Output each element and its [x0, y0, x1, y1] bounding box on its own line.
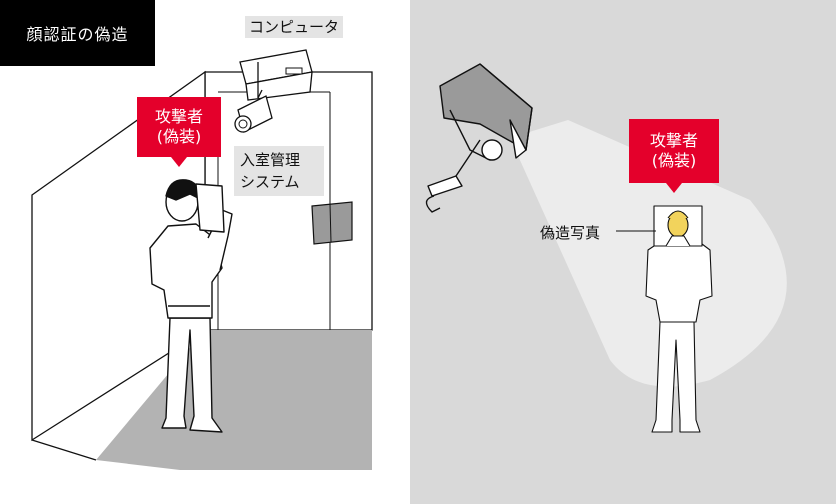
fake-photo-label: 偽造写真 — [540, 224, 601, 242]
floor — [96, 330, 372, 470]
entry-system-label-line2: システム — [240, 173, 300, 191]
camera-scene-illustration — [425, 63, 787, 433]
camera-device — [234, 89, 273, 133]
attacker-figure — [149, 179, 233, 433]
attacker-label-left: 攻撃者 (偽装) — [137, 97, 221, 167]
attacker-label-right: 攻撃者 (偽装) — [629, 119, 719, 193]
entry-control-box — [311, 201, 353, 245]
attacker-label-right-line1: 攻撃者 — [649, 131, 698, 150]
entry-system-label-line1: 入室管理 — [240, 151, 301, 169]
attacker-label-right-line2: (偽装) — [651, 151, 697, 170]
attacker-label-left-line2: (偽装) — [156, 127, 202, 146]
left-scene-panel: 顔認証の偽造 コンピュータ 攻撃者 (偽装) 入室管理 システム — [0, 0, 408, 504]
computer-label: コンピュータ — [245, 16, 344, 38]
surveillance-camera — [425, 63, 533, 213]
page-title: 顔認証の偽造 — [0, 0, 155, 66]
right-scene-panel: 攻撃者 (偽装) 偽造写真 — [410, 0, 836, 504]
computer-unit — [239, 49, 313, 101]
entry-system-label: 入室管理 システム — [234, 146, 324, 196]
attacker-label-left-line1: 攻撃者 — [154, 107, 203, 126]
photo-attacker-figure — [645, 205, 713, 433]
room-illustration — [31, 49, 373, 470]
back-wall — [204, 71, 373, 331]
